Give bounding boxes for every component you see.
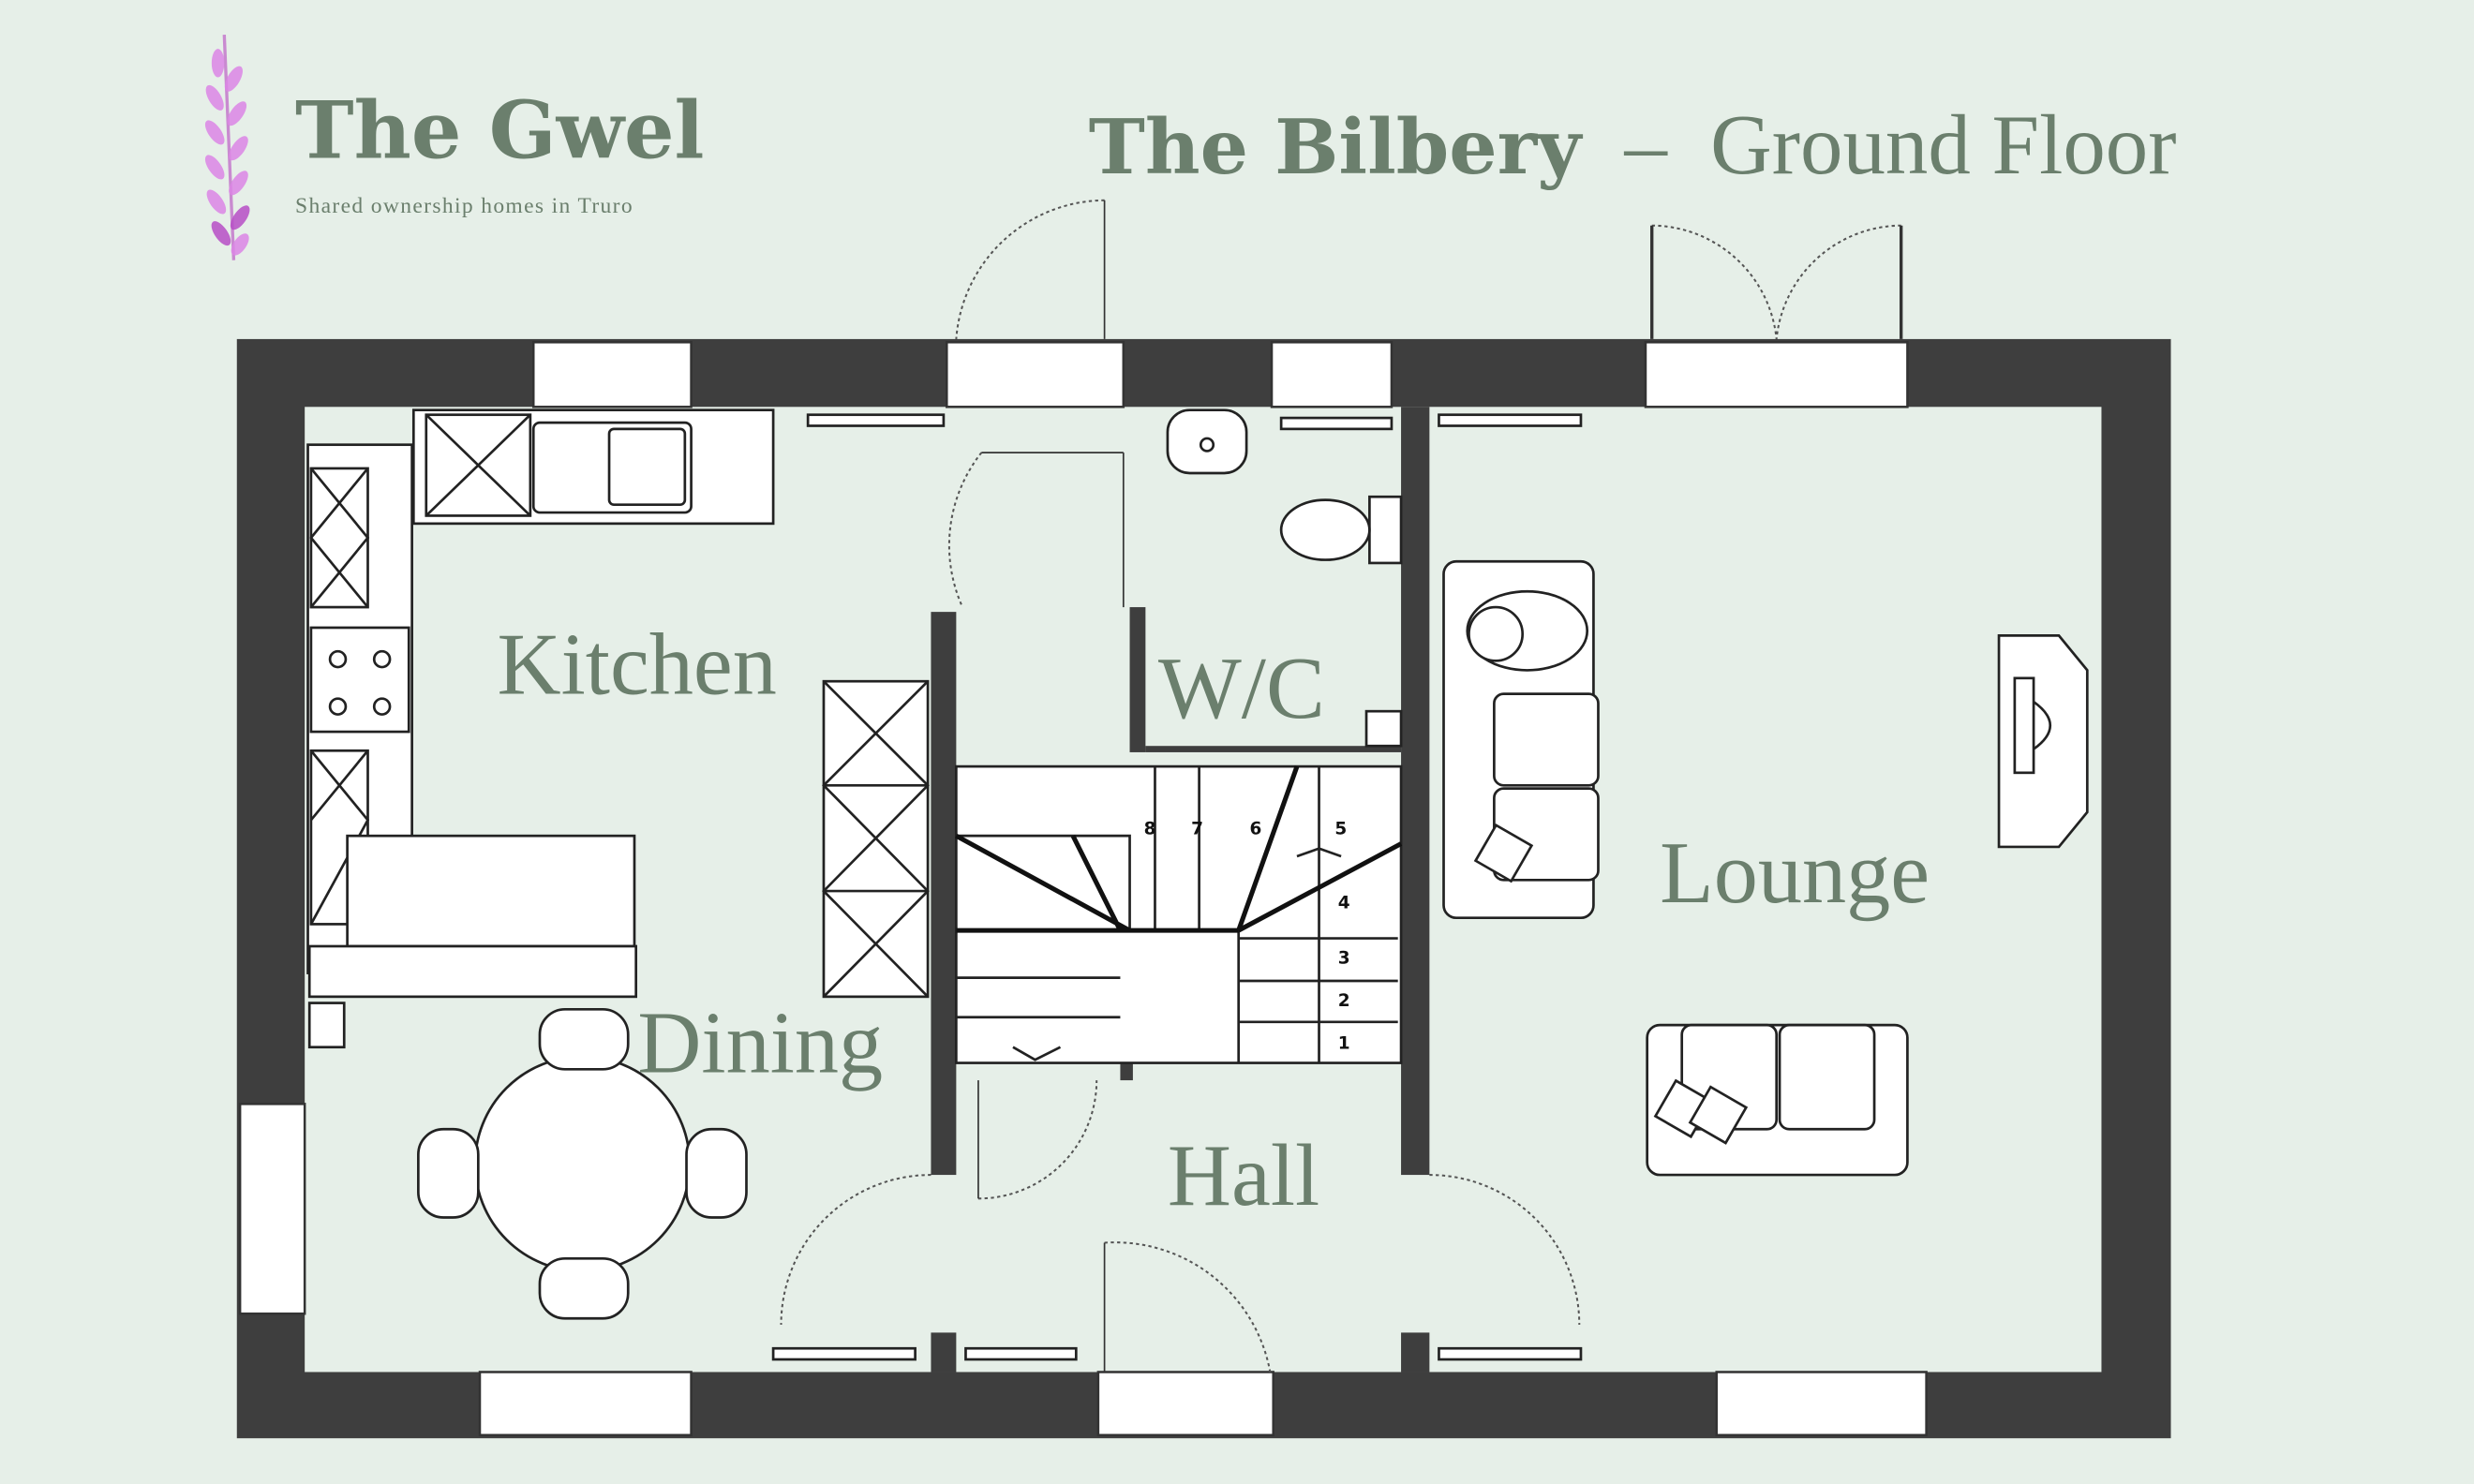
staircase: 1 2 3 4 5 6 7 8 <box>955 764 1403 1064</box>
stair-number: 8 <box>1144 819 1156 838</box>
room-label-lounge: Lounge <box>1660 824 1930 922</box>
room-label-kitchen: Kitchen <box>498 616 777 714</box>
stair-number: 6 <box>1249 819 1261 838</box>
lavender-logo-icon <box>204 34 250 260</box>
radiators <box>771 413 1583 1361</box>
floor-name: Ground Floor <box>1710 97 2176 192</box>
kitchen-units <box>306 408 930 1049</box>
stair-number: 5 <box>1334 819 1347 838</box>
house-name: The Bilbery <box>1089 103 1583 192</box>
stair-number: 1 <box>1338 1033 1350 1053</box>
room-label-wc: W/C <box>1158 640 1325 737</box>
stair-number: 7 <box>1191 819 1203 838</box>
hob-icon <box>309 626 410 734</box>
room-label-hall: Hall <box>1168 1127 1319 1224</box>
title-separator: – <box>1623 97 1668 192</box>
stair-number: 4 <box>1338 894 1350 913</box>
doors <box>780 199 1909 1437</box>
windows <box>238 341 1928 1437</box>
page-title: The Bilbery – Ground Floor <box>1089 97 2177 192</box>
dining-table <box>417 1007 748 1320</box>
room-label-dining: Dining <box>637 995 883 1092</box>
wc-fixtures <box>1166 408 1403 748</box>
stair-number: 2 <box>1338 991 1350 1011</box>
brand-name: The Gwel <box>295 83 704 176</box>
stair-number: 3 <box>1338 949 1350 969</box>
lounge-furniture <box>1442 559 2089 1177</box>
brand-tagline: Shared ownership homes in Truro <box>295 194 633 218</box>
